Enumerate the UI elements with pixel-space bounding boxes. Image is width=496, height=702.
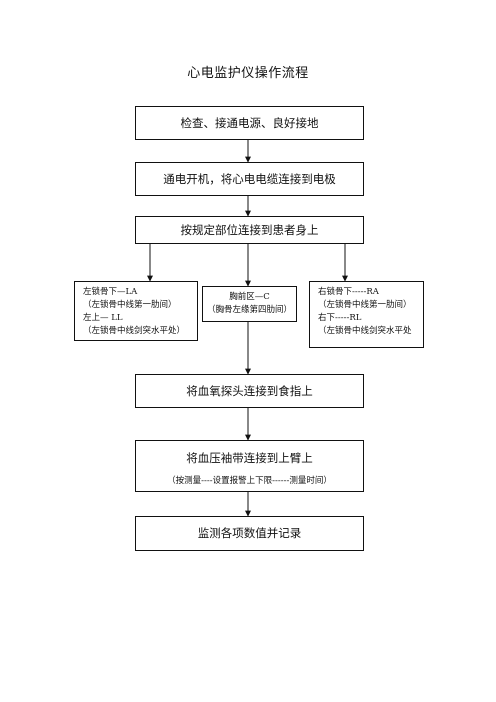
step4-box: 将血氧探头连接到食指上 (135, 374, 364, 408)
step2-label: 通电开机，将心电电缆连接到电极 (163, 172, 336, 186)
left-electrode-box: 左锁骨下—LA （左锁骨中线第一肋间） 左上— LL （左锁骨中线剑突水平处） (74, 281, 198, 341)
step5-sub-label: （按测量----设置报警上下限------测量时间） (167, 476, 332, 486)
step1-label: 检查、接通电源、良好接地 (180, 116, 319, 130)
step2-box: 通电开机，将心电电缆连接到电极 (135, 162, 364, 196)
step6-label: 监测各项数值并记录 (197, 526, 302, 540)
step4-label: 将血氧探头连接到食指上 (186, 384, 313, 398)
right-electrode-box: 右锁骨下-----RA （左锁骨中线第一肋间） 右下-----RL （左锁骨中线… (309, 281, 424, 348)
step5-box: 将血压袖带连接到上臂上 （按测量----设置报警上下限------测量时间） (135, 440, 364, 492)
page-title: 心电监护仪操作流程 (187, 66, 309, 81)
step5-label: 将血压袖带连接到上臂上 (186, 451, 313, 465)
middle-electrode-box: 胸前区—C （胸骨左缘第四肋间） (202, 286, 297, 322)
right-line4: （左锁骨中线剑突水平处 (318, 326, 412, 336)
left-line3: 左上— LL (83, 313, 123, 323)
step3-label: 按规定部位连接到患者身上 (180, 223, 319, 237)
right-line2: （左锁骨中线第一肋间） (318, 300, 412, 310)
left-line1: 左锁骨下—LA (83, 287, 138, 297)
middle-line1: 胸前区—C (229, 292, 270, 302)
middle-line2: （胸骨左缘第四肋间） (206, 305, 292, 315)
left-line2: （左锁骨中线第一肋间） (83, 300, 177, 310)
right-line1: 右锁骨下-----RA (318, 287, 379, 297)
step1-box: 检查、接通电源、良好接地 (135, 106, 364, 140)
step3-box: 按规定部位连接到患者身上 (135, 216, 364, 244)
left-line4: （左锁骨中线剑突水平处） (83, 326, 186, 336)
right-line3: 右下-----RL (318, 313, 362, 323)
step6-box: 监测各项数值并记录 (135, 516, 364, 551)
